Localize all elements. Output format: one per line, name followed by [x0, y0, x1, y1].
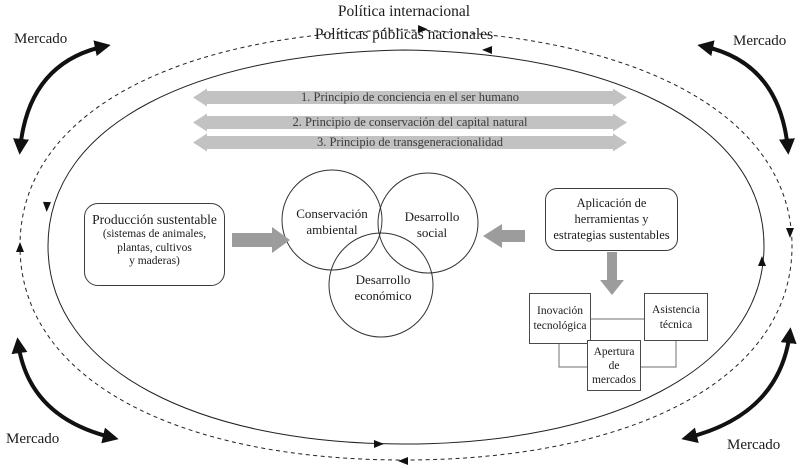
- venn-circle-economic: [328, 232, 434, 338]
- principle-bar-2: [193, 113, 627, 132]
- market-label-top-right: Mercado: [733, 33, 787, 49]
- principle-bar-3: [193, 133, 627, 152]
- market-arrow-top-right-icon: [697, 40, 795, 155]
- venn-social-label: Desarrollo social: [404, 209, 460, 240]
- international-policy-label: Política internacional: [337, 3, 471, 20]
- production-to-venn-arrow-icon: [232, 227, 290, 253]
- principle-1-label: 1. Principio de conciencia en el ser hum…: [301, 90, 519, 104]
- production-box-subtitle-line2: plantas, cultivos: [117, 241, 192, 254]
- solid-loop-arrow-right-icon: [758, 256, 766, 266]
- market-label-bottom-right: Mercado: [727, 437, 781, 453]
- application-box-line2: herramientas y: [574, 212, 649, 226]
- venn-circle-social: [377, 172, 479, 274]
- solid-loop-arrow-left-icon: [43, 201, 51, 212]
- principle-3-label: 3. Principio de transgeneracionalidad: [316, 135, 504, 149]
- application-box-line3: estrategias sustentables: [553, 228, 670, 242]
- dashed-loop-arrow-bottom-icon: [398, 457, 408, 465]
- production-box-subtitle-line1: (sistemas de animales,: [102, 228, 207, 240]
- dashed-loop-arrow-right-icon: [786, 228, 794, 238]
- principle-2-label: 2. Principio de conservación del capital…: [292, 115, 528, 129]
- production-box: Producción sustentable (sistemas de anim…: [84, 203, 225, 286]
- dashed-loop-arrow-left-icon: [16, 242, 24, 252]
- tool-box-market-opening: Apertura de mercados: [587, 340, 641, 391]
- national-policy-label: Políticas públicas nacionales: [314, 26, 494, 43]
- production-box-subtitle-line3: y maderas): [129, 255, 180, 267]
- market-arrow-top-left-icon: [13, 40, 111, 155]
- solid-loop-arrow-bottom-icon: [373, 440, 384, 448]
- application-to-venn-arrow-icon: [483, 224, 525, 248]
- tools-left-bracket-line: [558, 344, 587, 368]
- market-arrow-bottom-right-icon: [681, 327, 797, 444]
- solid-loop-arrow-top-icon: [482, 46, 493, 54]
- application-box: Aplicación de herramientas y estrategias…: [545, 188, 678, 251]
- market-arrow-bottom-left-icon: [11, 337, 119, 444]
- dashed-loop-arrow-top-icon: [417, 25, 428, 33]
- venn-circle-environmental: [281, 169, 383, 271]
- tool-box-assistance: Asistencia técnica: [644, 293, 708, 341]
- venn-environmental-label: Conservación ambiental: [296, 206, 368, 237]
- market-label-top-left: Mercado: [14, 31, 68, 47]
- venn-economic-label: Desarrollo económico: [354, 272, 412, 303]
- tools-right-bracket-line: [641, 341, 677, 368]
- application-box-line1: Aplicación de: [576, 196, 647, 210]
- tool-box-innovation: Inovación tecnológica: [529, 293, 591, 344]
- market-label-bottom-left: Mercado: [6, 431, 60, 447]
- production-box-title: Producción sustentable: [92, 212, 217, 227]
- application-to-tools-arrow-icon: [600, 252, 624, 295]
- principle-bar-1: [193, 88, 627, 107]
